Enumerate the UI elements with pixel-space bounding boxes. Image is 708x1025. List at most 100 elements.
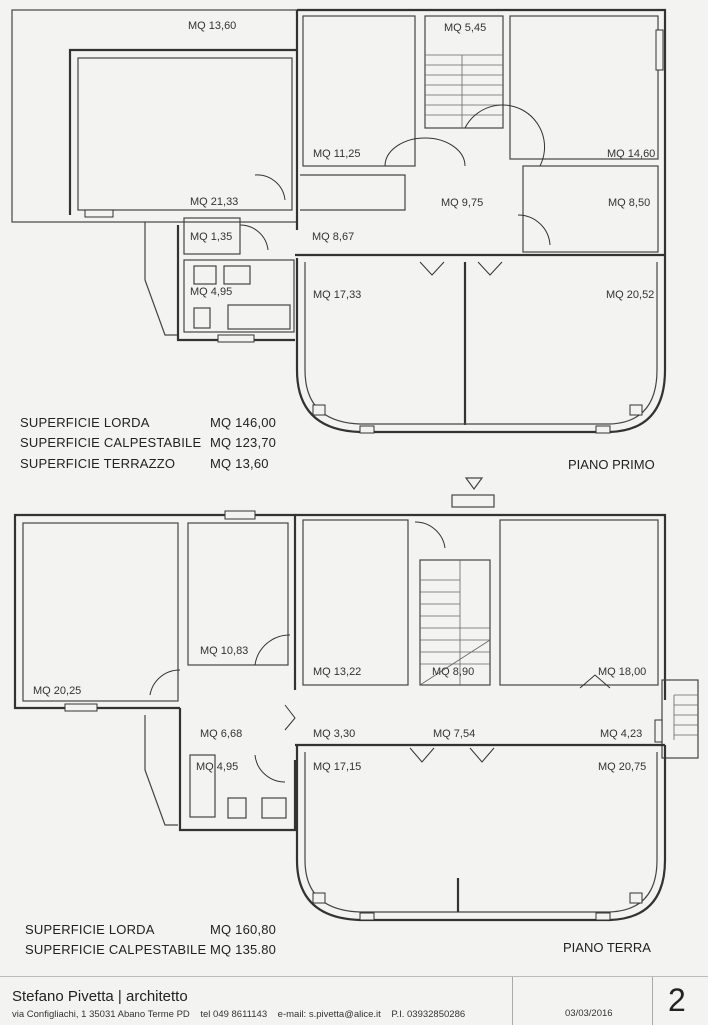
room-area-label: MQ 11,25 [313,148,361,160]
door-swing [579,674,611,689]
architect-name: Stefano Pivetta [12,988,114,1005]
floor-plan-drawing: MQ 13,60 MQ 5,45 MQ 11,25 MQ 14,60 MQ 21… [11,8,699,922]
room-area-label: MQ 13,22 [313,666,361,678]
room-outline [22,522,179,702]
room-area-label: MQ 13,60 [188,20,236,32]
door-swing [517,214,551,246]
window [312,404,326,416]
room-area-label: MQ 4,23 [600,728,642,740]
sheet-number: 2 [668,982,686,1018]
room-outline [77,57,293,211]
email: e-mail: s.pivetta@alice.it [277,1009,381,1020]
ground-wall [295,745,667,922]
room-area-label: MQ 3,30 [313,728,355,740]
room-outline [302,15,416,167]
upper-summary-label: SUPERFICIE CALPESTABILE [20,435,202,450]
room-outline [304,752,658,913]
architect-line: Stefano Pivetta | architetto [12,988,188,1005]
ground-wall [13,513,180,710]
phone: tel 049 8611143 [200,1009,268,1020]
room-area-label: MQ 20,25 [33,685,81,697]
upper-wall [176,225,295,342]
room-area-label: MQ 8,67 [312,231,354,243]
upper-summary-label: SUPERFICIE TERRAZZO [20,456,176,471]
outdoor-steps [661,679,699,759]
door-swing [254,754,286,783]
title-block-divider [512,977,513,1025]
bathroom-outline [183,259,295,333]
upper-floor-title: PIANO PRIMO [568,457,655,472]
room-area-label: MQ 17,15 [313,761,361,773]
terrace-outline [11,9,298,223]
title-block [0,976,708,1025]
separator: | [117,988,122,1005]
room-area-label: MQ 21,33 [190,196,238,208]
upper-floor-plan: MQ 13,60 MQ 5,45 MQ 11,25 MQ 14,60 MQ 21… [11,8,667,434]
window [64,703,98,712]
ground-summary-value: MQ 135.80 [210,942,277,957]
door-swing [477,261,503,276]
fixture [223,265,251,285]
door-swing [409,747,435,763]
room-area-label: MQ 4,95 [196,761,238,773]
room-outline [509,15,659,160]
outline [144,715,178,826]
upper-summary-value: MQ 123,70 [210,435,277,450]
room-area-label: MQ 14,60 [607,148,655,160]
outline [144,222,178,336]
upper-summary-value: MQ 146,00 [210,415,277,430]
door-swing [284,704,296,731]
stair-treads [425,54,503,128]
drawing-date: 03/03/2016 [565,1008,613,1019]
room-area-label: MQ 18,00 [598,666,646,678]
window [359,425,375,434]
upper-wall [297,8,667,250]
room-area-label: MQ 20,52 [606,289,654,301]
ground-wall [295,513,667,700]
door-swing [419,261,445,276]
room-area-label: MQ 6,68 [200,728,242,740]
room-outline [187,522,289,666]
door-swing [239,224,269,251]
room-area-label: MQ 10,83 [200,645,248,657]
door-swing [384,137,466,167]
room-area-label: MQ 7,54 [433,728,475,740]
address: via Configliachi, 1 35031 Abano Terme PD [12,1009,190,1020]
room-area-label: MQ 8,90 [432,666,474,678]
ground-summary-value: MQ 160,80 [210,922,277,937]
stair-treads [419,560,491,686]
room-area-label: MQ 9,75 [441,197,483,209]
room-area-label: MQ 8,50 [608,197,650,209]
upper-summary-value: MQ 13,60 [210,456,269,471]
ground-wall [178,708,297,832]
upper-wall [68,48,297,215]
window [312,892,326,904]
window [655,29,664,71]
window [654,719,663,743]
outdoor-step-lines [673,694,698,740]
contact-line: via Configliachi, 1 35031 Abano Terme PD… [12,1009,465,1020]
fixture [261,797,287,819]
room-outline [304,262,658,425]
room-outline [499,519,659,686]
vat-number: P.I. 03932850286 [391,1009,466,1020]
window [595,912,611,921]
window [224,510,256,520]
ground-summary-label: SUPERFICIE CALPESTABILE [25,942,207,957]
window [629,404,643,416]
door-swing [464,104,546,167]
window [217,334,255,343]
window [629,892,643,904]
room-area-label: MQ 5,45 [444,22,486,34]
door-swing [254,634,291,666]
upper-summary-label: SUPERFICIE LORDA [20,415,150,430]
fixture [193,307,211,329]
ground-summary-label: SUPERFICIE LORDA [25,922,155,937]
fixture [227,797,247,819]
room-area-label: MQ 1,35 [190,231,232,243]
title-block-divider [652,977,653,1025]
room-area-label: MQ 4,95 [190,286,232,298]
window [359,912,375,921]
entrance-arrow [464,477,484,491]
ground-wall [180,513,297,690]
